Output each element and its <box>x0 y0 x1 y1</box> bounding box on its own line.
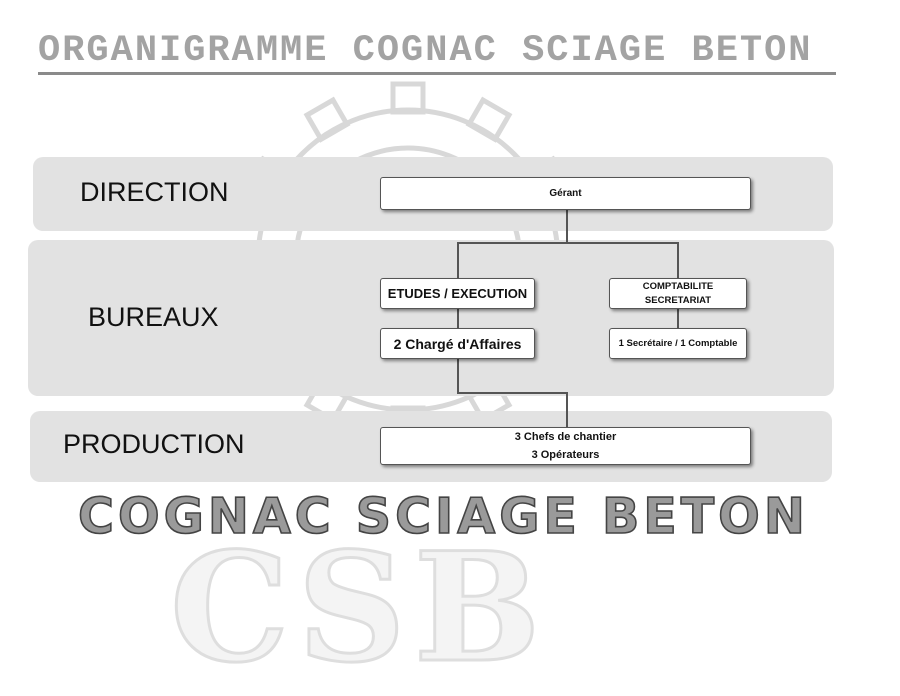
level-label-production: PRODUCTION <box>63 429 245 459</box>
connector-gerant-down <box>566 210 568 243</box>
secretaire-label: 1 Secrétaire / 1 Comptable <box>618 338 738 349</box>
title-underline <box>38 72 836 75</box>
connector-etudes-charge <box>457 308 459 328</box>
box-comptabilite-secretariat: COMPTABILITE SECRETARIAT <box>609 278 747 309</box>
page-title: ORGANIGRAMME COGNAC SCIAGE BETON <box>38 30 813 72</box>
box-etudes-execution: ETUDES / EXECUTION <box>380 278 535 309</box>
connector-bottom-horizontal <box>457 392 568 394</box>
charge-label: 2 Chargé d'Affaires <box>393 335 522 352</box>
company-logo-text: COGNAC SCIAGE BETON <box>77 487 809 546</box>
box-charge-affaires: 2 Chargé d'Affaires <box>380 328 535 359</box>
connector-to-production <box>566 392 568 427</box>
box-gerant: Gérant <box>380 177 751 210</box>
chefs-label: 3 Chefs de chantier <box>514 431 617 443</box>
etudes-label: ETUDES / EXECUTION <box>387 286 528 301</box>
gerant-label: Gérant <box>549 188 582 199</box>
csb-monogram-watermark: CSB <box>169 519 549 696</box>
connector-to-etudes <box>457 242 459 279</box>
level-label-direction: DIRECTION <box>80 177 229 207</box>
connector-to-compta <box>677 242 679 279</box>
box-production: 3 Chefs de chantier 3 Opérateurs <box>380 427 751 465</box>
operateurs-label: 3 Opérateurs <box>531 449 600 461</box>
level-label-bureaux: BUREAUX <box>88 302 219 332</box>
connector-charge-down <box>457 359 459 393</box>
connector-horizontal <box>457 242 679 244</box>
box-secretaire-comptable: 1 Secrétaire / 1 Comptable <box>609 328 747 359</box>
band-bureaux <box>28 240 834 396</box>
compta-label-line1: COMPTABILITE <box>642 280 714 292</box>
compta-label-line2: SECRETARIAT <box>644 294 712 306</box>
connector-compta-secretaire <box>677 309 679 328</box>
